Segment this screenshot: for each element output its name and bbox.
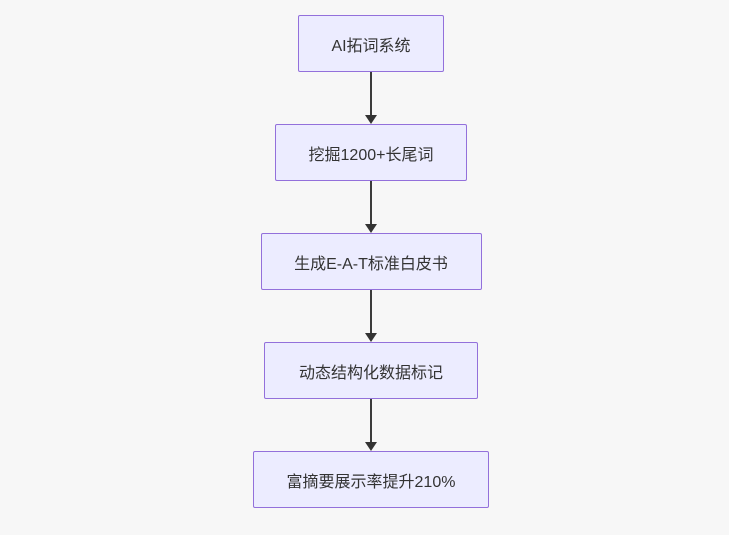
flow-node-eat-whitepaper: 生成E-A-T标准白皮书 xyxy=(260,233,482,290)
arrowhead-down-icon xyxy=(365,333,377,342)
arrow-line xyxy=(370,72,372,116)
flow-node-label: 生成E-A-T标准白皮书 xyxy=(294,255,448,273)
arrow-line xyxy=(370,290,372,334)
flow-node-rich-snippet-result: 富摘要展示率提升210% xyxy=(253,451,489,508)
arrowhead-down-icon xyxy=(365,224,377,233)
arrowhead-down-icon xyxy=(365,115,377,124)
flow-node-label: AI拓词系统 xyxy=(331,37,411,55)
flow-node-ai-word-expansion: AI拓词系统 xyxy=(298,15,444,72)
arrow-line xyxy=(370,399,372,443)
arrow-down-4 xyxy=(365,399,377,451)
arrow-down-3 xyxy=(365,290,377,342)
arrow-down-1 xyxy=(365,72,377,124)
flow-node-longtail-mining: 挖掘1200+长尾词 xyxy=(275,124,467,181)
flowchart-column: AI拓词系统 挖掘1200+长尾词 生成E-A-T标准白皮书 动态结构化数据标记 xyxy=(253,15,489,508)
flow-node-structured-data-markup: 动态结构化数据标记 xyxy=(264,342,478,399)
arrow-line xyxy=(370,181,372,225)
arrow-down-2 xyxy=(365,181,377,233)
flow-node-label: 挖掘1200+长尾词 xyxy=(308,146,434,164)
arrowhead-down-icon xyxy=(365,442,377,451)
flow-node-label: 富摘要展示率提升210% xyxy=(286,473,456,491)
flow-node-label: 动态结构化数据标记 xyxy=(298,364,443,382)
